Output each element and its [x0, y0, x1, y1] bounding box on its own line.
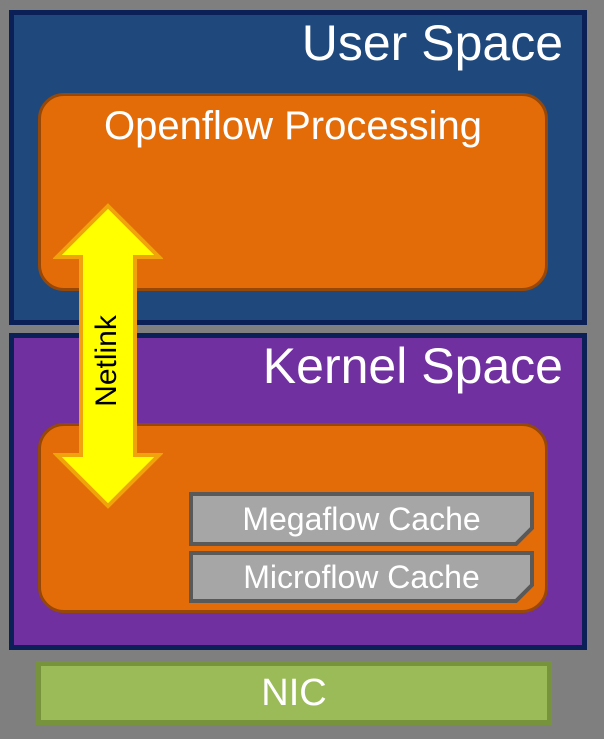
nic-box: NIC — [36, 661, 552, 725]
megaflow-cache-polygon — [189, 492, 534, 546]
microflow-cache-box: Microflow Cache — [189, 551, 534, 603]
nic-label: NIC — [261, 671, 327, 714]
microflow-cache-label: Microflow Cache — [243, 558, 480, 595]
user-space-title: User Space — [301, 15, 563, 71]
netlink-label: Netlink — [90, 315, 123, 407]
megaflow-cache-label: Megaflow Cache — [242, 500, 481, 537]
megaflow-cache-box: Megaflow Cache — [189, 492, 534, 546]
microflow-cache-polygon — [189, 551, 534, 603]
user-space-panel: User Space Openflow Processing — [9, 10, 587, 325]
netlink-arrow — [53, 203, 163, 509]
netlink-arrow-shape — [53, 203, 163, 509]
openflow-processing-box: Openflow Processing — [38, 93, 548, 291]
openflow-processing-label: Openflow Processing — [104, 104, 482, 148]
kernel-space-title: Kernel Space — [262, 338, 563, 394]
kernel-datapath-box: Megaflow Cache Microflow Cache — [38, 423, 548, 613]
microflow-cache-shape — [189, 551, 534, 603]
megaflow-cache-shape — [189, 492, 534, 546]
